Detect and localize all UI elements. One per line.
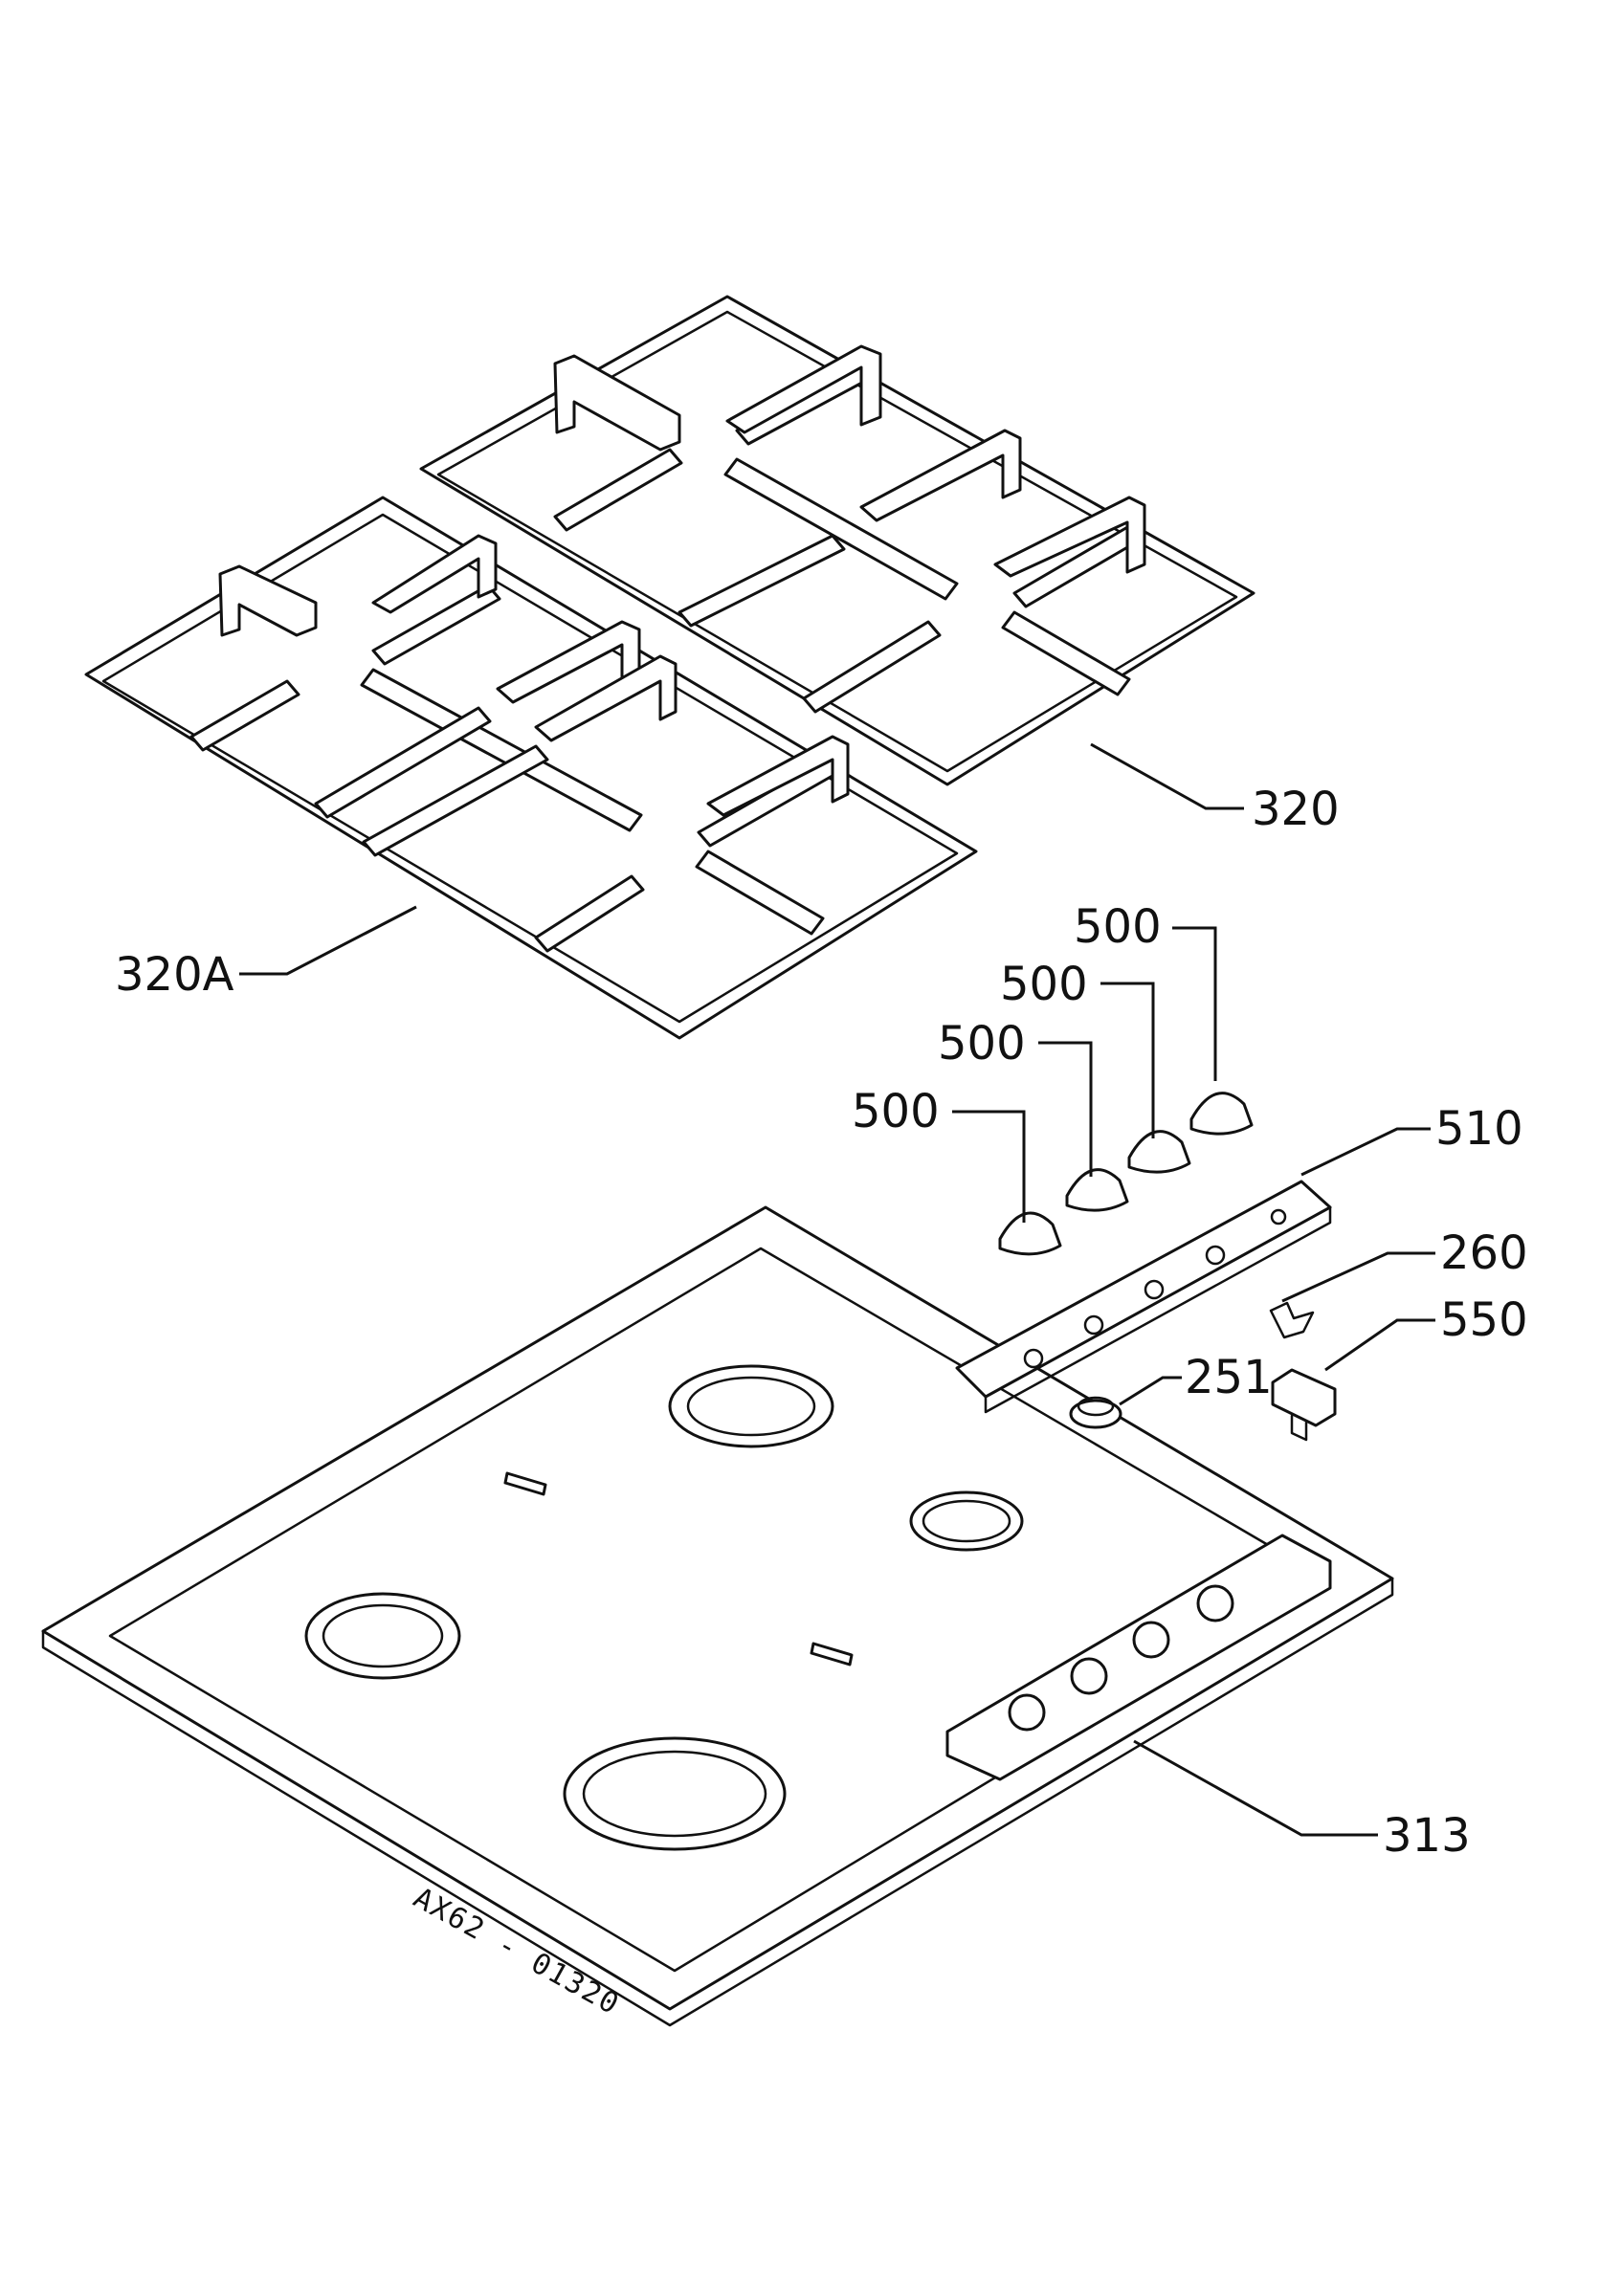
- callout-knob-3: 500: [1000, 958, 1088, 1011]
- pan-grid-left: [84, 496, 978, 1040]
- callout-grommet: 251: [1185, 1351, 1273, 1404]
- pan-grid-right: [419, 295, 1255, 786]
- knobs: [998, 1092, 1254, 1256]
- grommet: [1069, 1396, 1122, 1429]
- callout-knob-2: 500: [938, 1017, 1026, 1071]
- spring-clip: [1269, 1301, 1315, 1339]
- knob-3: [1127, 1130, 1191, 1174]
- knob-2: [1065, 1168, 1129, 1212]
- callout-grid-right: 320: [1252, 783, 1340, 836]
- callout-control-panel: 510: [1435, 1102, 1523, 1156]
- callout-spring-clip: 260: [1440, 1226, 1528, 1280]
- callout-ignition-switch: 550: [1440, 1293, 1528, 1347]
- callout-grid-left: 320A: [115, 948, 234, 1002]
- leader-lines: [239, 742, 1435, 1837]
- callout-hob-top: 313: [1383, 1809, 1471, 1863]
- knob-1: [998, 1211, 1062, 1256]
- knob-4: [1189, 1092, 1254, 1136]
- ignition-switch: [1271, 1368, 1337, 1442]
- control-panel: [955, 1180, 1332, 1414]
- hob-top: [41, 1205, 1394, 2027]
- callout-knob-1: 500: [852, 1085, 940, 1138]
- callout-knob-4: 500: [1074, 900, 1162, 954]
